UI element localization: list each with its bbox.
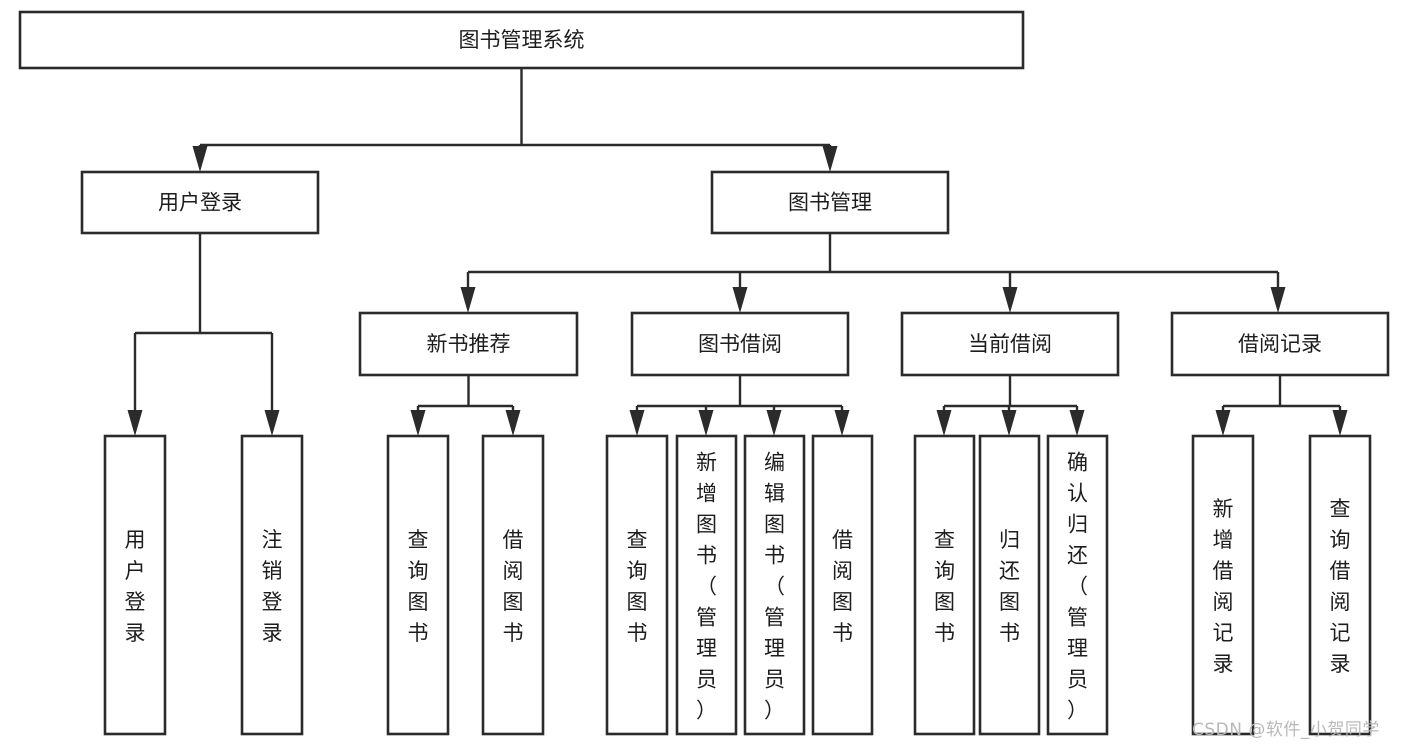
connector-layer — [127, 68, 1348, 436]
node-box — [900, 311, 1120, 377]
node-box — [18, 10, 1025, 70]
node-leaf-user-login[interactable]: 用户登录 — [103, 434, 167, 736]
node-leaf-rec-query[interactable]: 查询图书 — [386, 434, 450, 736]
node-label: 用户登录 — [158, 191, 242, 215]
node-leaf-borrow-do[interactable]: 借阅图书 — [811, 434, 874, 736]
node-leaf-borrow-query[interactable]: 查询图书 — [605, 434, 669, 736]
node-label: 用户登录 — [125, 528, 146, 645]
node-label: 确认归还（管理员） — [1067, 451, 1088, 723]
node-user-login[interactable]: 用户登录 — [80, 170, 320, 235]
node-leaf-borrow-edit[interactable]: 编辑图书（管理员） — [743, 434, 806, 736]
node-label: 新增图书（管理员） — [696, 451, 717, 723]
node-root[interactable]: 图书管理系统 — [18, 10, 1025, 70]
node-label: 新书推荐 — [427, 332, 511, 356]
node-leaf-logout[interactable]: 注销登录 — [240, 434, 304, 736]
connector-book-borrow — [629, 375, 850, 436]
node-new-book-rec[interactable]: 新书推荐 — [358, 311, 579, 377]
node-label: 图书借阅 — [698, 332, 782, 356]
node-box — [913, 434, 976, 736]
node-box — [630, 311, 850, 377]
node-box — [1046, 434, 1109, 736]
connector-borrow-record — [1215, 375, 1348, 436]
node-box — [1191, 434, 1255, 736]
node-box — [1170, 311, 1390, 377]
node-box — [811, 434, 874, 736]
node-label: 借阅图书 — [832, 528, 853, 645]
node-borrow-record[interactable]: 借阅记录 — [1170, 311, 1390, 377]
node-box — [80, 170, 320, 235]
node-label: 新增借阅记录 — [1213, 497, 1234, 676]
node-label: 查询图书 — [627, 528, 648, 645]
node-leaf-cur-return[interactable]: 归还图书 — [978, 434, 1041, 736]
node-leaf-rec-search[interactable]: 查询借阅记录 — [1308, 434, 1372, 736]
node-label: 图书管理系统 — [459, 28, 585, 52]
node-box — [743, 434, 806, 736]
node-label: 借阅图书 — [503, 528, 524, 645]
connector-current-borrow — [936, 375, 1085, 436]
node-box — [605, 434, 669, 736]
node-book-borrow[interactable]: 图书借阅 — [630, 311, 850, 377]
node-box — [978, 434, 1041, 736]
node-box — [481, 434, 545, 736]
node-label: 归还图书 — [999, 528, 1020, 645]
node-label: 注销登录 — [262, 528, 283, 645]
node-box — [1308, 434, 1372, 736]
node-label: 查询图书 — [934, 528, 955, 645]
connector-new-book-rec — [410, 375, 521, 436]
node-label: 借阅记录 — [1238, 332, 1322, 356]
node-label: 查询借阅记录 — [1330, 497, 1351, 676]
node-leaf-borrow-add[interactable]: 新增图书（管理员） — [675, 434, 738, 736]
connector-book-manage — [460, 233, 1286, 313]
csdn-watermark: CSDN @软件_小贺同学 — [1192, 720, 1380, 740]
node-box — [240, 434, 304, 736]
node-label: 图书管理 — [788, 191, 872, 215]
connector-root — [192, 68, 838, 172]
node-layer: 图书管理系统用户登录图书管理新书推荐图书借阅当前借阅借阅记录用户登录注销登录查询… — [18, 10, 1390, 736]
node-box — [675, 434, 738, 736]
node-box — [103, 434, 167, 736]
node-current-borrow[interactable]: 当前借阅 — [900, 311, 1120, 377]
node-box — [710, 170, 950, 235]
node-leaf-cur-query[interactable]: 查询图书 — [913, 434, 976, 736]
node-book-manage[interactable]: 图书管理 — [710, 170, 950, 235]
node-label: 编辑图书（管理员） — [764, 451, 785, 723]
node-leaf-rec-borrow[interactable]: 借阅图书 — [481, 434, 545, 736]
node-box — [386, 434, 450, 736]
node-leaf-cur-confirm[interactable]: 确认归还（管理员） — [1046, 434, 1109, 736]
node-box — [358, 311, 579, 377]
node-label: 当前借阅 — [968, 332, 1052, 356]
node-label: 查询图书 — [408, 528, 429, 645]
node-leaf-rec-add[interactable]: 新增借阅记录 — [1191, 434, 1255, 736]
connector-user-login — [127, 233, 280, 436]
